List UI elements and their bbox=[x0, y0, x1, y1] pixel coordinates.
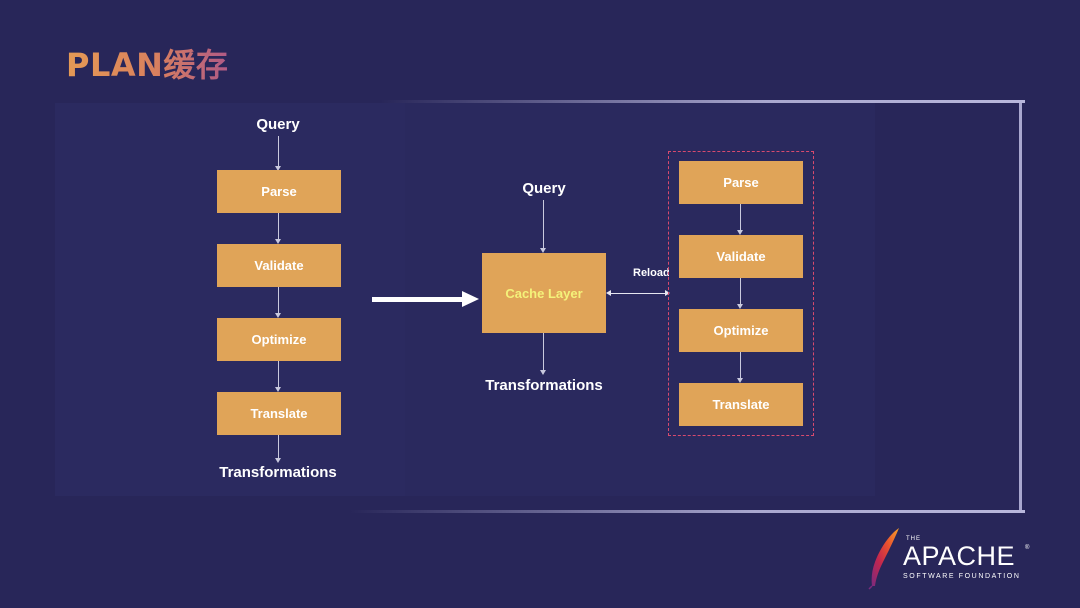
left-arrowhead-2 bbox=[275, 239, 281, 244]
content-frame bbox=[55, 100, 1022, 513]
logo-apache-text: APACHE bbox=[903, 541, 1016, 571]
right-step-parse: Parse bbox=[679, 161, 803, 204]
slide-title: PLAN缓存 bbox=[66, 40, 228, 86]
left-step-translate: Translate bbox=[217, 392, 341, 435]
left-transformations-label: Transformations bbox=[219, 464, 337, 481]
logo-registered-mark: ® bbox=[1025, 545, 1030, 551]
left-arrowhead-4 bbox=[275, 387, 281, 392]
reload-pipeline-group bbox=[668, 151, 814, 436]
right-arrowhead-3 bbox=[737, 378, 743, 383]
right-connector-1 bbox=[740, 204, 741, 231]
left-step-optimize: Optimize bbox=[217, 318, 341, 361]
reload-connector bbox=[610, 293, 665, 294]
right-arrowhead-2 bbox=[737, 304, 743, 309]
left-connector-3 bbox=[278, 287, 279, 314]
left-connector-5 bbox=[278, 435, 279, 459]
left-connector-2 bbox=[278, 213, 279, 240]
transition-arrow-head bbox=[462, 291, 479, 307]
left-connector-1 bbox=[278, 136, 279, 167]
right-step-optimize: Optimize bbox=[679, 309, 803, 352]
middle-arrowhead-top bbox=[540, 248, 546, 253]
middle-connector-top bbox=[543, 200, 544, 249]
reload-label: Reload bbox=[633, 267, 670, 279]
left-arrowhead-5 bbox=[275, 458, 281, 463]
feather-icon bbox=[868, 528, 899, 590]
transition-arrow-shaft bbox=[372, 297, 464, 302]
middle-connector-bottom bbox=[543, 333, 544, 371]
reload-arrowhead-right bbox=[665, 290, 670, 296]
left-step-validate: Validate bbox=[217, 244, 341, 287]
logo-subtitle-text: SOFTWARE FOUNDATION bbox=[903, 573, 1021, 580]
left-query-label: Query bbox=[256, 116, 300, 133]
left-connector-4 bbox=[278, 361, 279, 388]
middle-transformations-label: Transformations bbox=[485, 377, 603, 394]
right-step-validate: Validate bbox=[679, 235, 803, 278]
reload-arrowhead-left bbox=[606, 290, 611, 296]
cache-layer-box: Cache Layer bbox=[482, 253, 606, 333]
left-arrowhead-3 bbox=[275, 313, 281, 318]
right-connector-2 bbox=[740, 278, 741, 305]
frame-top-edge bbox=[380, 100, 1025, 103]
middle-query-label: Query bbox=[522, 180, 566, 197]
middle-arrowhead-bottom bbox=[540, 370, 546, 375]
right-connector-3 bbox=[740, 352, 741, 379]
right-arrowhead-1 bbox=[737, 230, 743, 235]
logo-the-text: THE bbox=[906, 536, 921, 542]
left-arrowhead-1 bbox=[275, 166, 281, 171]
right-step-translate: Translate bbox=[679, 383, 803, 426]
frame-bottom-edge bbox=[350, 510, 1025, 513]
left-step-parse: Parse bbox=[217, 170, 341, 213]
